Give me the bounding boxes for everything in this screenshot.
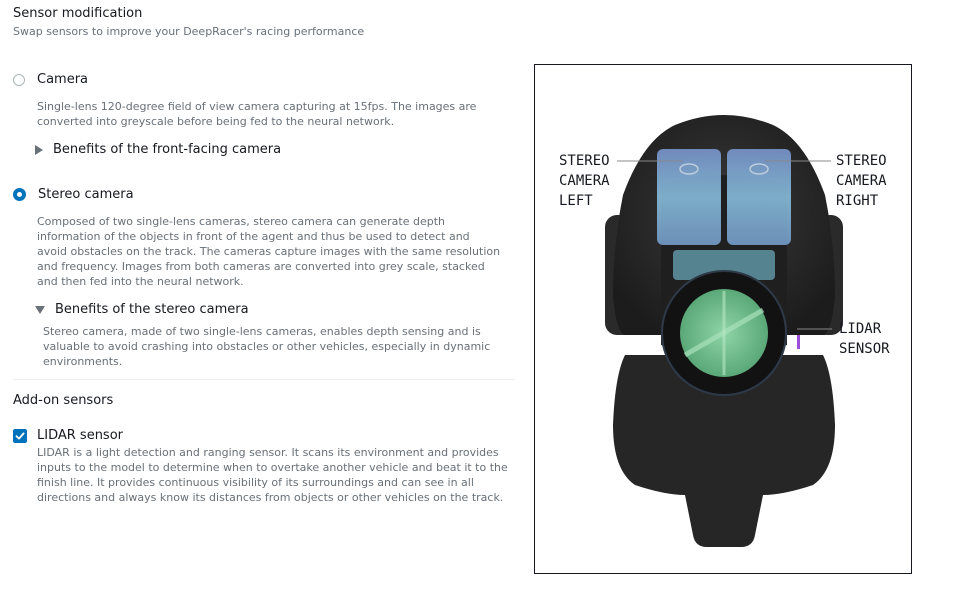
deepracer-car-illustration	[605, 115, 843, 547]
radio-label-stereo-camera: Stereo camera	[38, 187, 134, 202]
radio-option-camera[interactable]: Camera	[13, 72, 88, 87]
checkbox-lidar[interactable]	[13, 428, 27, 443]
stereo-camera-benefits: Stereo camera, made of two single-lens c…	[43, 325, 491, 368]
addon-sensors-title: Add-on sensors	[13, 393, 114, 408]
deepracer-sensor-diagram: STEREO CAMERA LEFT STEREO CAMERA RIGHT L…	[534, 64, 912, 574]
lidar-description: LIDAR is a light detection and ranging s…	[37, 446, 508, 504]
radio-button-camera[interactable]	[13, 73, 25, 86]
radio-label-camera: Camera	[37, 72, 89, 87]
radio-option-stereo-camera[interactable]: Stereo camera	[13, 187, 134, 202]
stereo-camera-description: Composed of two single-lens cameras, ste…	[37, 215, 501, 288]
expander-front-facing-camera[interactable]: Benefits of the front-facing camera	[35, 142, 281, 157]
expander-stereo-camera[interactable]: Benefits of the stereo camera	[35, 302, 249, 317]
caret-right-icon	[35, 144, 43, 155]
caret-down-icon	[35, 305, 45, 314]
callout-lidar-sensor: LIDAR SENSOR	[839, 321, 890, 357]
expander-label: Benefits of the stereo camera	[55, 302, 249, 317]
checkbox-option-lidar[interactable]: LIDAR sensor	[13, 428, 123, 443]
section-divider	[13, 379, 515, 380]
callout-stereo-camera-right: STEREO CAMERA RIGHT	[836, 153, 887, 209]
expander-label: Benefits of the front-facing camera	[53, 142, 282, 157]
page-subtitle: Swap sensors to improve your DeepRacer's…	[13, 25, 365, 38]
checkmark-icon	[15, 432, 25, 439]
checkbox-label-lidar: LIDAR sensor	[37, 428, 123, 443]
radio-button-stereo-camera[interactable]	[13, 188, 26, 201]
page-title: Sensor modification	[13, 6, 143, 21]
callout-stereo-camera-left: STEREO CAMERA LEFT	[559, 153, 610, 209]
camera-description: Single-lens 120-degree field of view cam…	[37, 100, 477, 128]
